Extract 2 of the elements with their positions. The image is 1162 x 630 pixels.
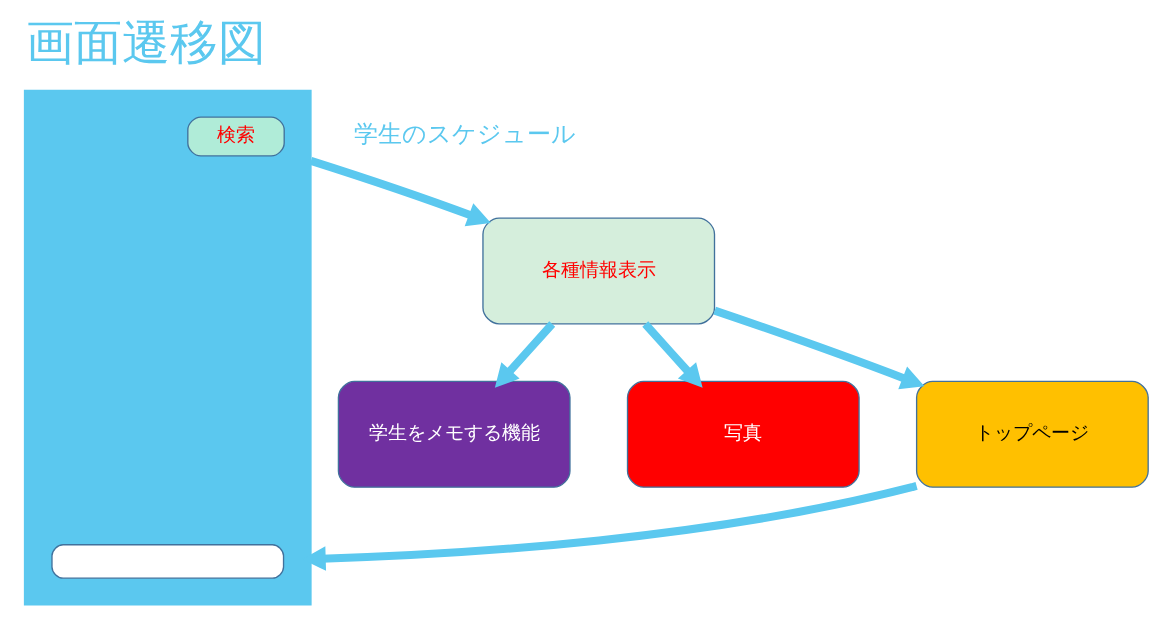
diagram-title: 画面遷移図 [25,13,266,70]
label: 学生のスケジュール [353,119,576,148]
